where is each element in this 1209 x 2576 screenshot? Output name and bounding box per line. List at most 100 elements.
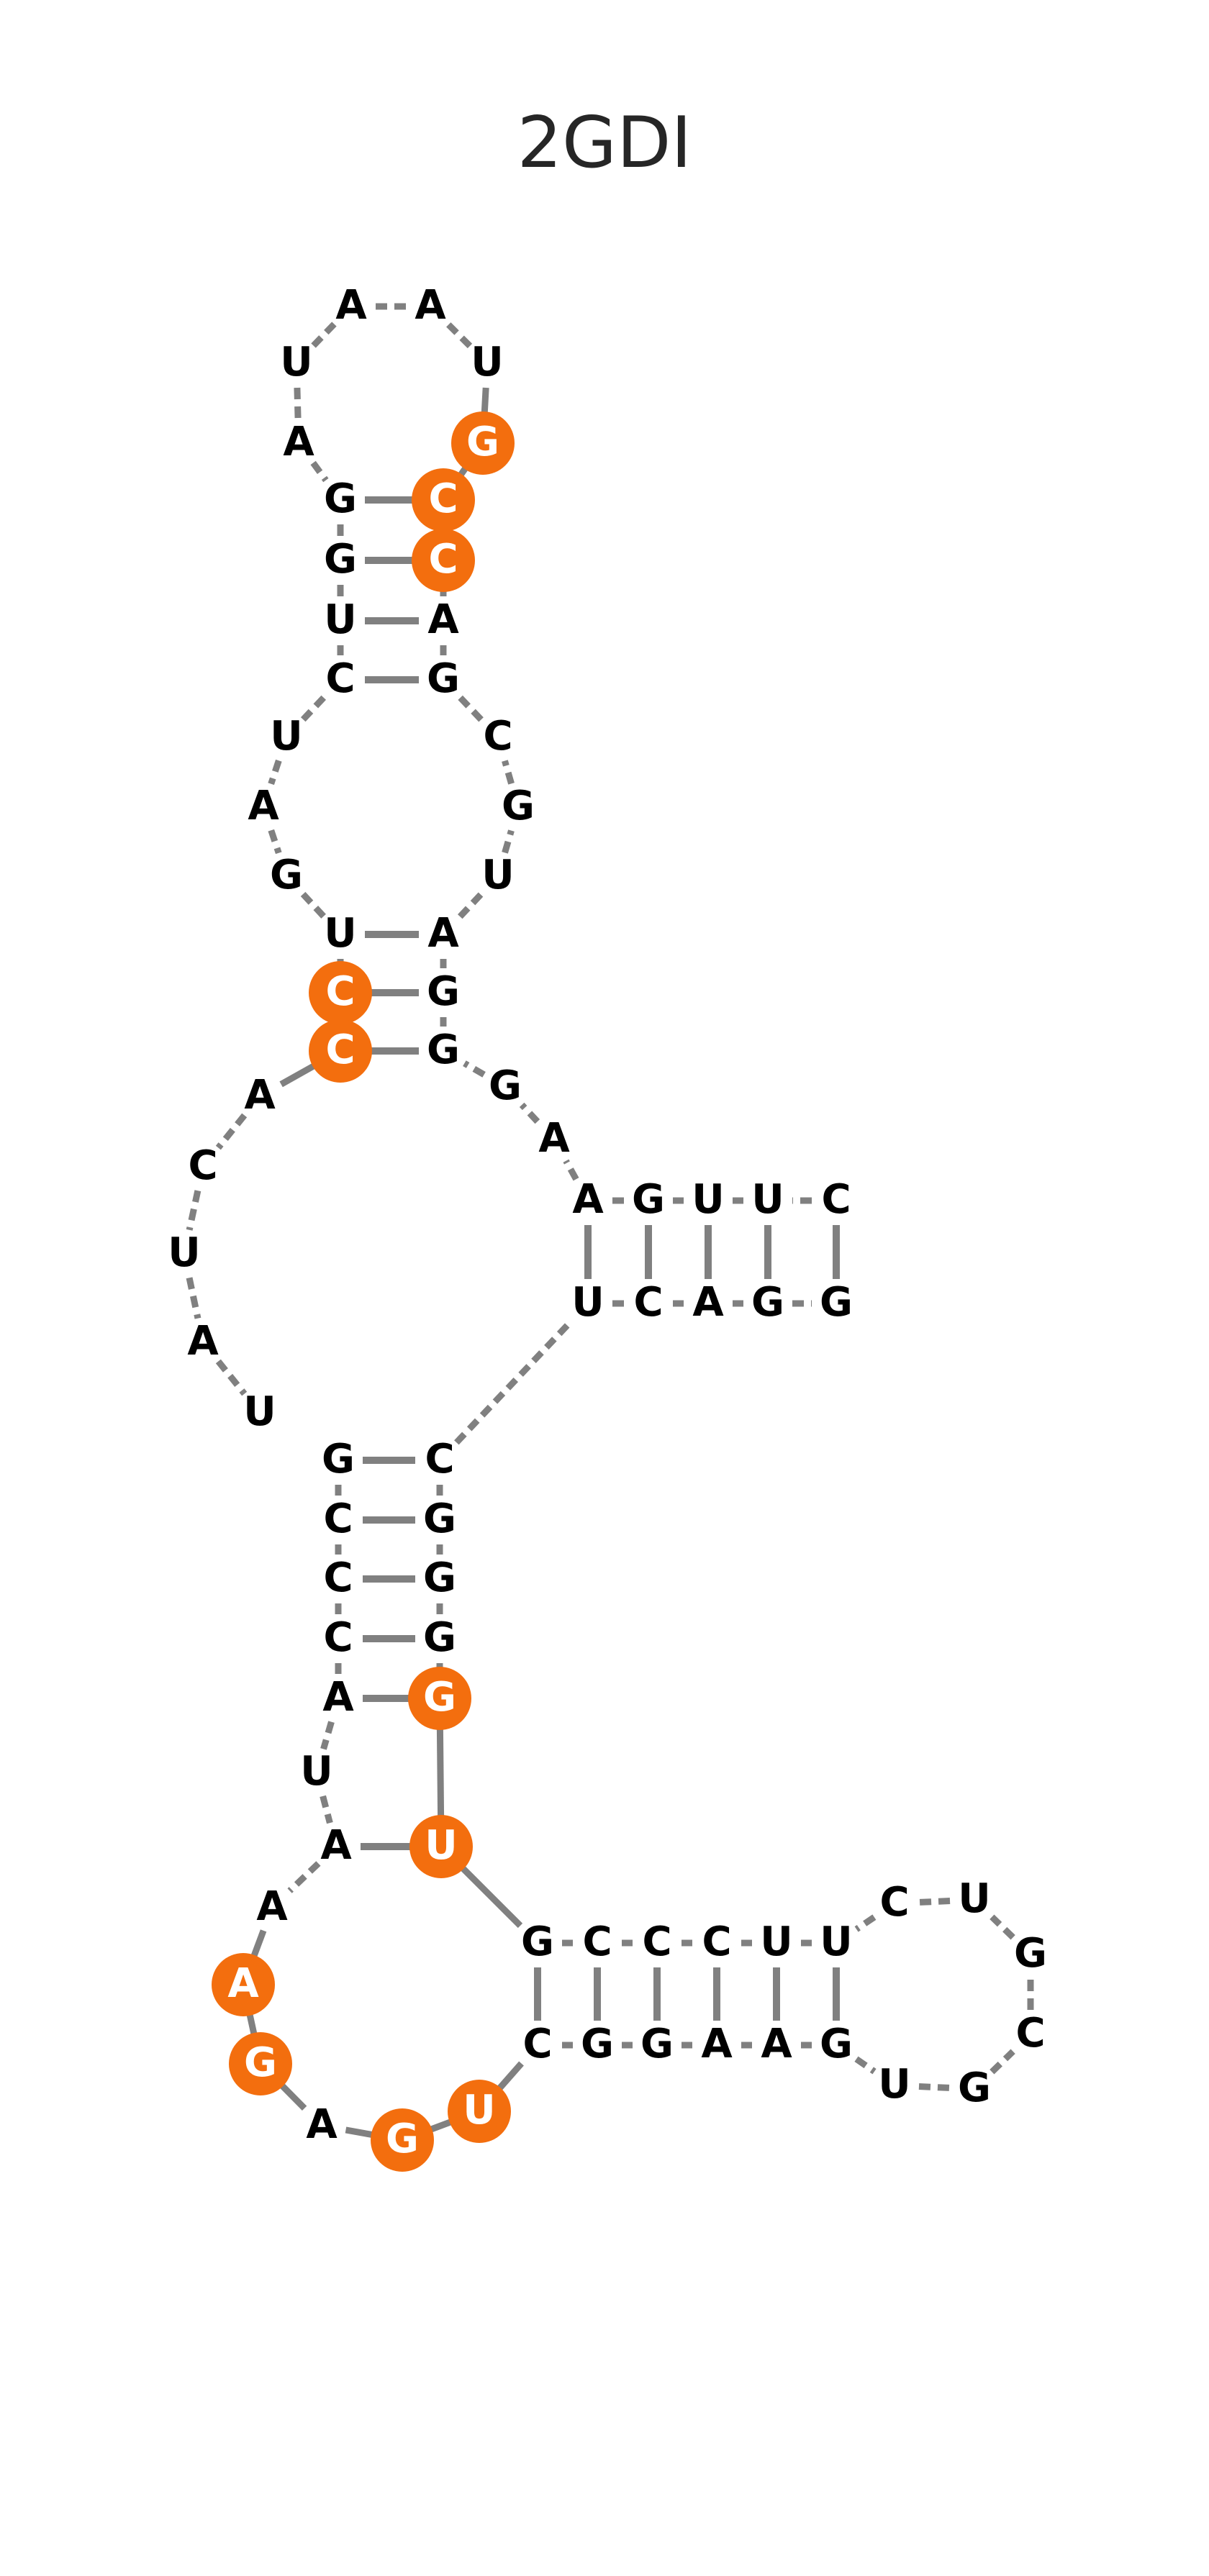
backbone-link-31-32 xyxy=(459,1865,523,1929)
nucleotide-label: A xyxy=(227,1960,259,2007)
backbone-link-76-77 xyxy=(215,1113,248,1150)
backbone-link-5-6 xyxy=(320,1721,335,1750)
nucleotide-52: A xyxy=(427,910,459,957)
nucleotide-label: U xyxy=(481,852,514,898)
nucleotide-label: A xyxy=(692,1279,724,1326)
nucleotide-label: G xyxy=(1014,1930,1047,1977)
nucleotide-56: G xyxy=(427,655,460,702)
nucleotide-label: G xyxy=(423,1555,456,1601)
nucleotide-71: A xyxy=(248,783,279,829)
nucleotide-label: A xyxy=(415,282,446,329)
nucleotide-74: C xyxy=(309,961,372,1024)
nucleotide-46: G xyxy=(632,1176,665,1223)
nucleotide-18: A xyxy=(761,2021,792,2067)
nucleotide-15: G xyxy=(581,2021,614,2067)
nucleotide-57: A xyxy=(427,596,459,643)
nucleotide-label: C xyxy=(428,475,458,522)
backbone-link-63-64 xyxy=(311,322,337,348)
nucleotide-34: G xyxy=(423,1614,456,1661)
nucleotide-label: A xyxy=(283,419,314,465)
nucleotide-label: G xyxy=(423,1496,456,1542)
nucleotide-label: U xyxy=(878,2061,910,2108)
highlight-marker xyxy=(212,1953,275,2016)
backbone-link-47-48 xyxy=(563,1159,579,1181)
backbone-link-7-8 xyxy=(287,1861,321,1893)
nucleotide-label: A xyxy=(335,282,367,329)
backbone-link-21-22 xyxy=(990,2049,1015,2075)
nucleotide-60: G xyxy=(451,411,515,475)
backbone-link-72-73 xyxy=(300,891,327,919)
nucleotide-69: C xyxy=(325,655,355,702)
backbone-link-23-24 xyxy=(990,1914,1015,1940)
nucleotide-30: C xyxy=(582,1919,612,1965)
nucleotide-62: A xyxy=(415,282,446,329)
nucleotide-label: C xyxy=(325,1027,355,1073)
nucleotide-55: C xyxy=(483,713,512,760)
nucleotide-label: A xyxy=(538,1115,570,1162)
nucleotide-label: G xyxy=(502,783,535,829)
backbone-link-70-71 xyxy=(268,759,282,786)
nucleotide-67: G xyxy=(324,536,357,583)
backbone-link-25-26 xyxy=(854,1914,877,1932)
backbone-link-12-13 xyxy=(427,2118,454,2134)
nucleotide-label: C xyxy=(323,1496,353,1542)
nucleotide-label: C xyxy=(633,1279,663,1326)
nucleotide-77: C xyxy=(188,1142,217,1189)
backbone-link-69-70 xyxy=(300,695,327,722)
nucleotide-78: U xyxy=(168,1229,200,1276)
backbone-link-8-9 xyxy=(250,1929,267,1960)
backbone-link-10-11 xyxy=(278,2082,307,2111)
nucleotide-label: U xyxy=(471,339,503,386)
backbone-link-71-72 xyxy=(268,829,282,855)
highlight-marker xyxy=(229,2032,292,2095)
nucleotide-label: C xyxy=(582,1919,612,1965)
nucleotide-6: U xyxy=(300,1748,332,1795)
backbone-link-75-76 xyxy=(279,1062,317,1088)
nucleotide-label: C xyxy=(428,536,458,583)
nucleotide-label: A xyxy=(572,1176,604,1223)
nucleotide-68: U xyxy=(324,596,356,643)
nucleotide-53: U xyxy=(481,852,514,898)
nucleotide-label: G xyxy=(427,968,460,1015)
nucleotide-10: G xyxy=(229,2032,292,2095)
nucleotide-38: U xyxy=(571,1279,604,1326)
nucleotide-label: G xyxy=(324,475,357,522)
nucleotide-2: C xyxy=(323,1496,353,1542)
nucleotide-label: U xyxy=(270,713,302,760)
nucleotide-19: G xyxy=(820,2021,853,2067)
nucleotide-label: U xyxy=(243,1388,276,1435)
base-pair-layer xyxy=(361,496,840,2021)
nucleotide-8: A xyxy=(256,1883,288,1930)
nucleotide-50: G xyxy=(427,1027,460,1073)
nucleotide-label: U xyxy=(324,596,356,643)
backbone-link-77-78 xyxy=(186,1190,202,1231)
nucleotide-70: U xyxy=(270,713,302,760)
nucleotide-label: G xyxy=(489,1062,522,1109)
nucleotide-40: A xyxy=(692,1279,724,1326)
nucleotide-44: U xyxy=(751,1176,784,1223)
nucleotide-label: G xyxy=(427,655,460,702)
nucleotide-23: G xyxy=(1014,1930,1047,1977)
nucleotide-label: G xyxy=(581,2021,614,2067)
nucleotide-51: G xyxy=(427,968,460,1015)
nucleotide-label: U xyxy=(463,2087,495,2134)
nucleotide-43: C xyxy=(821,1176,851,1223)
nucleotide-45: U xyxy=(692,1176,724,1223)
nucleotide-label: A xyxy=(256,1883,288,1930)
nucleotide-label: G xyxy=(324,536,357,583)
nucleotide-47: A xyxy=(572,1176,604,1223)
backbone-link-24-25 xyxy=(918,1898,951,1906)
backbone-link-52-53 xyxy=(457,891,484,919)
nucleotide-label: A xyxy=(761,2021,792,2067)
nucleotide-36: G xyxy=(423,1496,456,1542)
nucleotide-72: G xyxy=(270,852,303,898)
highlight-marker xyxy=(412,468,475,532)
backbone-link-65-66 xyxy=(310,460,329,483)
nucleotide-61: U xyxy=(471,339,503,386)
nucleotide-label: A xyxy=(306,2101,338,2148)
nucleotide-label: U xyxy=(280,339,312,386)
nucleotide-41: G xyxy=(751,1279,784,1326)
nucleotide-label: C xyxy=(325,655,355,702)
nucleotide-80: U xyxy=(243,1388,276,1435)
backbone-link-61-62 xyxy=(445,321,473,349)
